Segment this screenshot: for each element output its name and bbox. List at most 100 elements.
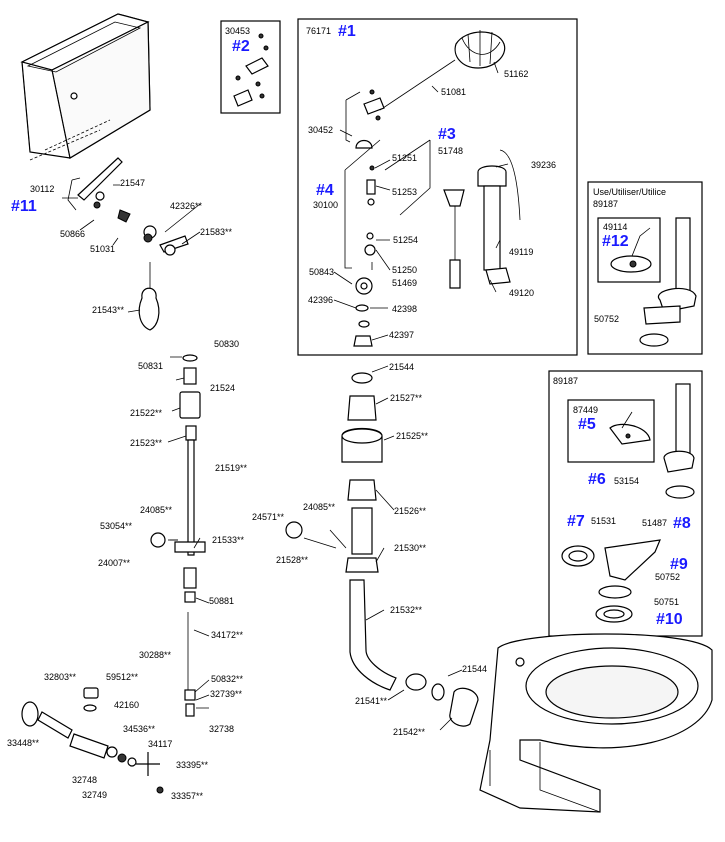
- part-label: 42397: [389, 330, 414, 340]
- part-label: 34172**: [211, 630, 244, 640]
- part-label: 42160: [114, 700, 139, 710]
- part-label: 49119: [509, 247, 533, 257]
- part-label: 21533**: [212, 535, 245, 545]
- box-12-title: Use/Utiliser/Utilice: [593, 187, 666, 197]
- part-label: 33395**: [176, 760, 209, 770]
- callout-3: #3: [438, 126, 456, 143]
- part-label: 24007**: [98, 558, 131, 568]
- part-label: 34117: [148, 739, 172, 749]
- part-label: 50866: [60, 229, 85, 239]
- box-30453-parts: [233, 33, 269, 107]
- part-label: 21532**: [390, 605, 423, 615]
- callout-1: #1: [338, 23, 356, 40]
- part-label: 50752: [655, 572, 680, 582]
- box-87449: [567, 399, 655, 463]
- part-label: 51031: [90, 244, 115, 254]
- callout-6: #6: [588, 471, 606, 488]
- part-label: 30288**: [139, 650, 172, 660]
- part-label: 32738: [209, 724, 234, 734]
- callout-4: #4: [316, 182, 334, 199]
- part-label: 51251: [392, 153, 417, 163]
- box-30453: [220, 20, 281, 114]
- part-label: 51081: [441, 87, 466, 97]
- box-headers: 30453 76171 Use/Utiliser/Utilice 89187 4…: [225, 26, 666, 415]
- part-label: 50881: [209, 596, 234, 606]
- box-12-inner-number: 49114: [603, 222, 627, 232]
- callout-10: #10: [656, 611, 683, 628]
- toilet-tank: [20, 13, 151, 161]
- part-label: 21530**: [394, 543, 427, 553]
- part-label: 50831: [138, 361, 163, 371]
- part-label: 50751: [654, 597, 679, 607]
- box-76171-parts: [344, 30, 521, 347]
- part-label: 51748: [438, 146, 463, 156]
- part-label: 42396: [308, 295, 333, 305]
- supply-column-parts: [150, 354, 206, 717]
- part-label: 59512**: [106, 672, 139, 682]
- part-label: 42326**: [170, 201, 203, 211]
- box-89187-bottom-parts: [561, 383, 695, 623]
- trip-lever-assembly: [67, 157, 189, 331]
- box-5-number: 89187: [553, 376, 578, 386]
- part-label: 21522**: [130, 408, 163, 418]
- part-label: 30452: [308, 125, 333, 135]
- part-label: 49120: [509, 288, 534, 298]
- flush-tube-parts: [285, 372, 479, 727]
- angle-stop-parts: [21, 687, 164, 794]
- callout-9: #9: [670, 556, 688, 573]
- leader-lines: [62, 61, 509, 731]
- part-label: 51531: [591, 516, 616, 526]
- box-12-number: 89187: [593, 199, 618, 209]
- part-label: 33357**: [171, 791, 204, 801]
- part-label: 53154: [614, 476, 639, 486]
- box-2-number: 30453: [225, 26, 250, 36]
- part-label: 21542**: [393, 727, 426, 737]
- callout-12: #12: [602, 233, 629, 250]
- part-label: 51162: [504, 69, 528, 79]
- part-labels: 30112 21547 50866 51031 42326** 21583** …: [7, 69, 680, 801]
- part-label: 50843: [309, 267, 334, 277]
- part-label: 24571**: [252, 512, 285, 522]
- part-label: 21525**: [396, 431, 429, 441]
- part-label: 53054**: [100, 521, 133, 531]
- part-label: 51469: [392, 278, 417, 288]
- part-label: 30112: [30, 184, 54, 194]
- part-label: 21544: [389, 362, 414, 372]
- box-76171: [297, 18, 578, 356]
- part-label: 32739**: [210, 689, 243, 699]
- part-label: 32803**: [44, 672, 77, 682]
- box-49114: [597, 217, 661, 283]
- callout-2: #2: [232, 38, 250, 55]
- part-label: 21541**: [355, 696, 388, 706]
- part-label: 21583**: [200, 227, 233, 237]
- part-label: 30100: [313, 200, 338, 210]
- callout-8: #8: [673, 515, 691, 532]
- part-label: 21547: [120, 178, 145, 188]
- box-5-inner-number: 87449: [573, 405, 598, 415]
- part-label: 42398: [392, 304, 417, 314]
- callout-11: #11: [11, 198, 37, 215]
- callouts: #2 #1 #3 #4 #11 #12 #5 #6 #7 #8 #9 #10: [11, 23, 691, 628]
- callout-7: #7: [567, 513, 585, 530]
- part-label: 50832**: [211, 674, 244, 684]
- part-label: 24085**: [303, 502, 336, 512]
- part-label: 21523**: [130, 438, 163, 448]
- toilet-bowl: [479, 633, 713, 813]
- part-label: 32748: [72, 775, 97, 785]
- part-label: 33448**: [7, 738, 40, 748]
- part-label: 21524: [210, 383, 235, 393]
- box-89187-top: [587, 181, 703, 355]
- part-label: 21543**: [92, 305, 125, 315]
- part-label: 50752: [594, 314, 619, 324]
- part-label: 39236: [531, 160, 556, 170]
- part-label: 21526**: [394, 506, 427, 516]
- part-label: 21544: [462, 664, 487, 674]
- part-label: 51250: [392, 265, 417, 275]
- part-label: 51487: [642, 518, 667, 528]
- part-label: 34536**: [123, 724, 156, 734]
- part-label: 51253: [392, 187, 417, 197]
- part-label: 21527**: [390, 393, 423, 403]
- part-label: 21528**: [276, 555, 309, 565]
